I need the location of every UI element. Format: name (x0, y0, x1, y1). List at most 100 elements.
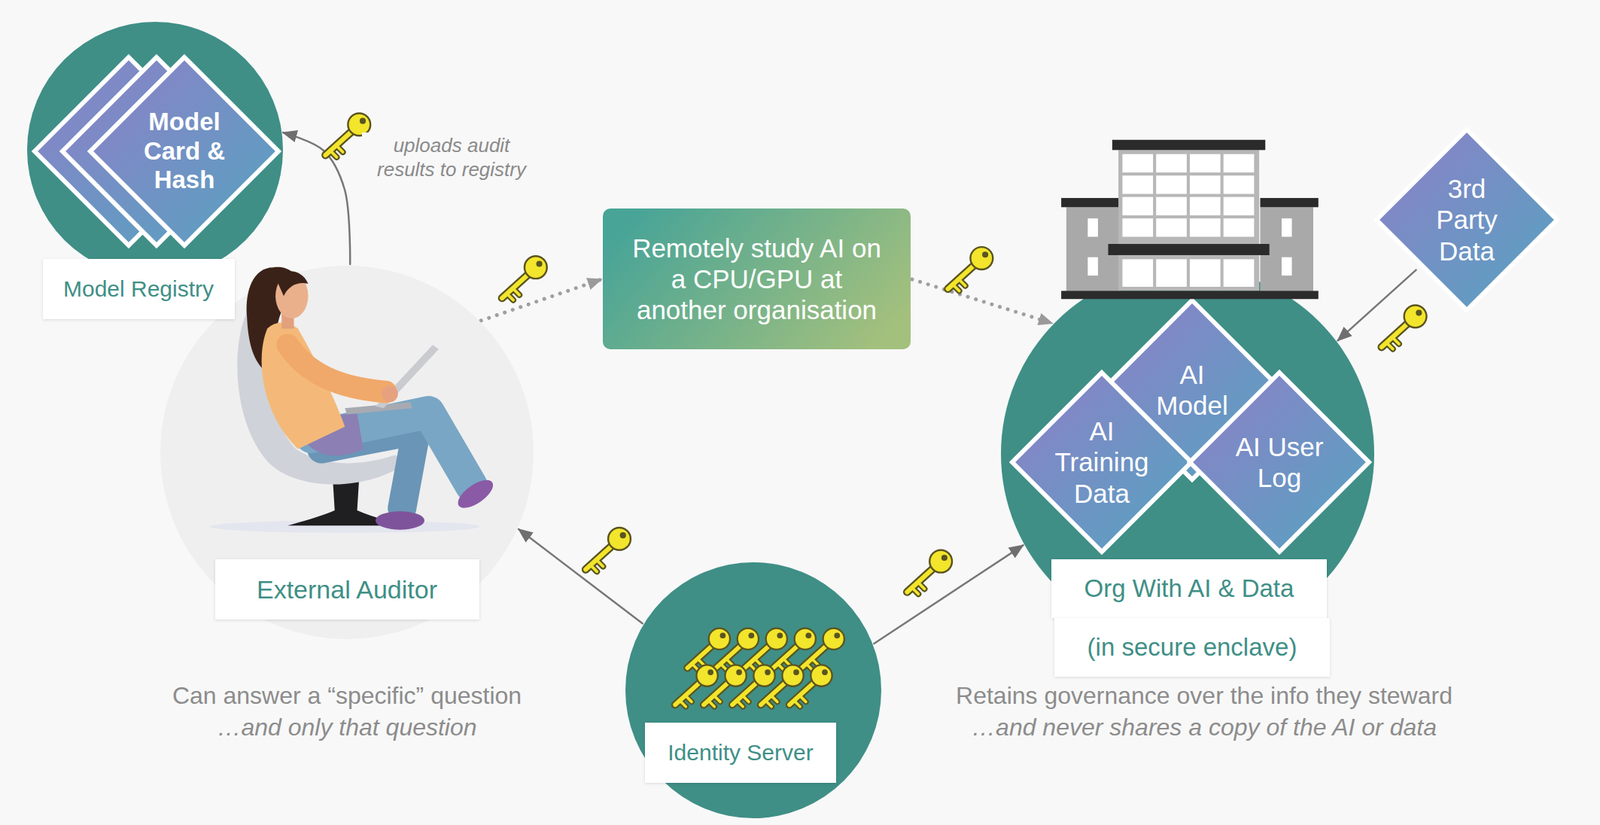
window (1189, 218, 1221, 237)
window (1223, 175, 1255, 194)
label-slot: Identity Server (644, 722, 837, 783)
key-icon (687, 628, 731, 670)
window (1223, 197, 1255, 216)
building-block (1118, 149, 1260, 244)
diamond-shape (1012, 372, 1192, 552)
label-slot: Model Registry (42, 258, 235, 320)
edge-label: uploads audit results to registry (361, 132, 542, 183)
label-slot: uploads audit results to registry (361, 132, 542, 183)
key-icon (675, 664, 718, 706)
laptop-base (344, 401, 412, 414)
hand (381, 386, 399, 403)
registry-circle: Model RegistryModel Card & Hash (27, 21, 283, 278)
arrow (518, 529, 643, 624)
floor-shadow (209, 520, 480, 533)
model-card-diamond: Model Card & Hash (90, 57, 279, 246)
label-slot: Can answer a “specific” question (172, 681, 522, 710)
window (1122, 258, 1153, 287)
window (1122, 175, 1153, 194)
shoe (375, 511, 425, 530)
window (1223, 218, 1255, 237)
hair (275, 270, 308, 296)
face (275, 273, 308, 319)
window (1087, 257, 1099, 276)
window (1189, 197, 1221, 216)
caption-text: …and only that question (216, 712, 477, 742)
arrow (1338, 270, 1417, 341)
label-slot: Org With AI & Data (1051, 559, 1327, 618)
label-slot: …and only that question (216, 712, 477, 742)
key-icon (801, 628, 845, 670)
window (1155, 175, 1187, 194)
window (1087, 218, 1099, 237)
key-icon (732, 664, 776, 706)
caption-text: Can answer a “specific” question (172, 681, 522, 710)
window (1189, 258, 1221, 287)
node-label: Org With AI & Data (1051, 559, 1327, 618)
key-icon (585, 527, 631, 572)
leg (311, 412, 472, 487)
window (1155, 218, 1187, 237)
laptop-screen (375, 344, 439, 408)
key-icon (760, 664, 804, 706)
leg (321, 430, 417, 508)
circle-shape (1000, 267, 1375, 641)
node-label: (in secure enclave) (1054, 617, 1330, 677)
building-roof (1259, 197, 1318, 207)
node-text: 3rd Party Data (1421, 173, 1512, 267)
node-label: Identity Server (644, 722, 837, 783)
key-icon (948, 246, 994, 291)
window (1122, 197, 1153, 216)
building-base (1061, 290, 1319, 299)
window (1155, 154, 1187, 173)
building-wing (1066, 206, 1120, 294)
artwork (209, 113, 1427, 707)
diamond-shape (1376, 129, 1558, 311)
building-wing (1259, 206, 1314, 294)
label-slot: (in secure enclave) (1054, 617, 1330, 677)
chair-seat (264, 311, 395, 464)
auditor-circle: External Auditor (160, 265, 534, 639)
window (1122, 154, 1153, 173)
key-icon (715, 628, 759, 670)
box-shape (602, 208, 911, 350)
caption-text: Retains governance over the info they st… (955, 681, 1453, 710)
node-label: Model Registry (42, 258, 235, 320)
auditor-figure (209, 267, 498, 533)
node-text: Model Card & Hash (133, 107, 235, 196)
node-text: Remotely study AI on a CPU/GPU at anothe… (629, 232, 886, 326)
hair (246, 267, 303, 370)
key-icons (325, 113, 1427, 707)
org-circle: Org With AI & Data(in secure enclave)AI … (1000, 267, 1375, 641)
key-icon (703, 664, 747, 706)
arrow (873, 544, 1023, 644)
hips (292, 413, 364, 456)
process-box: Remotely study AI on a CPU/GPU at anothe… (602, 208, 911, 350)
window (1155, 197, 1187, 216)
building-roof (1112, 139, 1266, 151)
key-icon (501, 255, 548, 300)
neck (281, 306, 294, 329)
data-diamond: 3rd Party Data (1376, 129, 1558, 311)
chair-stand (287, 477, 405, 527)
window (1223, 154, 1255, 173)
key-icon (789, 664, 833, 706)
torso (261, 322, 346, 449)
window (1189, 175, 1221, 194)
dotted-arrow (480, 279, 602, 321)
key-icon (772, 628, 816, 670)
identity-circle: Identity Server (625, 562, 882, 819)
building-block (1118, 255, 1260, 291)
chair-shell (237, 298, 402, 484)
window (1122, 218, 1153, 237)
node-text: AI User Log (1234, 431, 1325, 494)
building-roof (1061, 197, 1120, 207)
dotted-arrow (912, 279, 1053, 323)
arrow (282, 132, 350, 265)
shoe (453, 474, 498, 514)
building-icon (1061, 139, 1319, 300)
window (1281, 218, 1293, 237)
building-band (1107, 243, 1269, 256)
key-icon (906, 550, 953, 594)
node-label: External Auditor (215, 559, 480, 620)
